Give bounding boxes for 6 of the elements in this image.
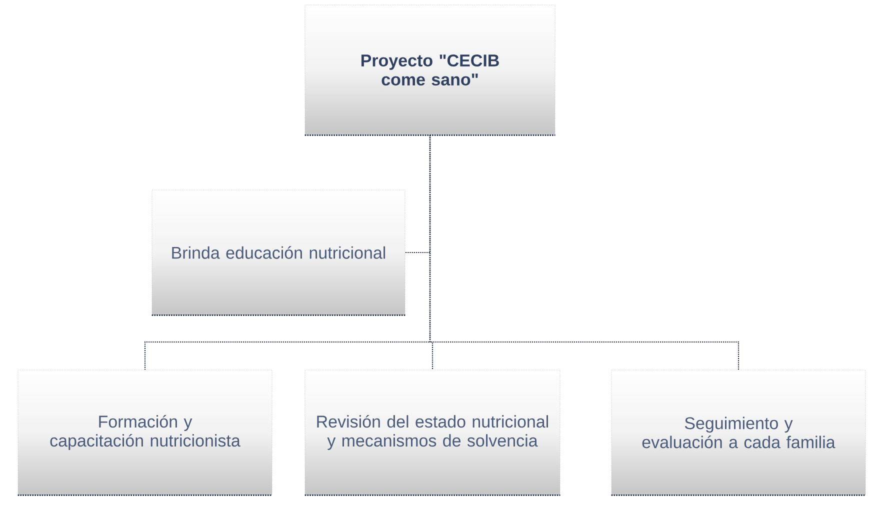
box: Seguimiento y evaluación a cada familia — [611, 370, 866, 496]
box: Brinda educación nutricional — [152, 190, 406, 316]
box: Revisión del estado nutricional y mecanismos de solvencia — [304, 370, 560, 496]
connector-line — [429, 135, 740, 370]
box: Proyecto "CECIB come sano" — [304, 4, 556, 136]
box: Formación y capacitación nutricionista — [18, 370, 272, 496]
